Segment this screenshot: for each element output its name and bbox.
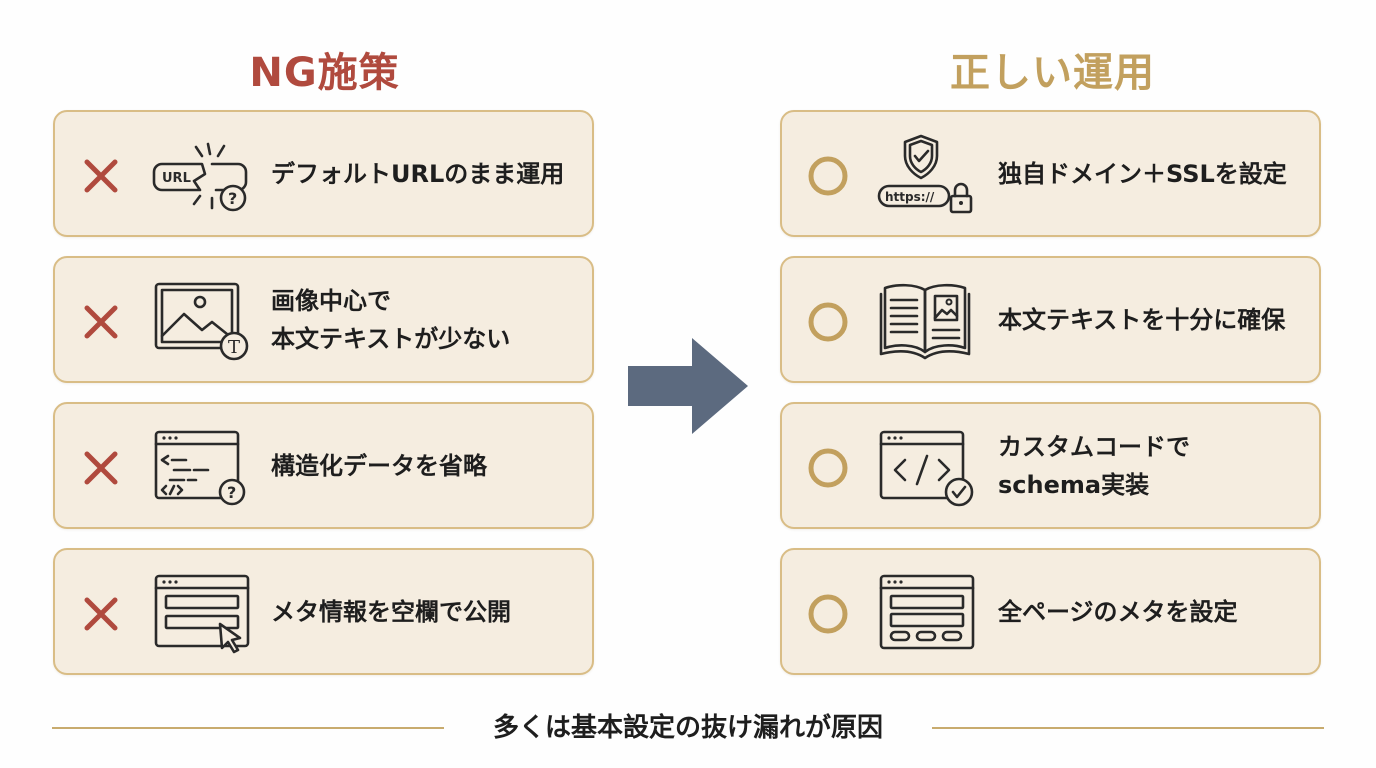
ok-item-label: カスタムコードで schema実装	[998, 432, 1190, 499]
shield-https-lock-icon: https://	[877, 134, 973, 214]
ok-item-label: 全ページのメタを設定	[998, 597, 1238, 626]
cross-icon	[84, 305, 118, 339]
cross-icon	[84, 159, 118, 193]
right-arrow-icon	[628, 338, 748, 434]
ok-card-domain-ssl: https:// 独自ドメイン＋SSLを設定	[780, 110, 1321, 237]
svg-text:T: T	[228, 337, 240, 358]
footer-divider-left	[52, 727, 444, 729]
svg-text:https://: https://	[885, 190, 935, 204]
ok-column-title: 正しい運用	[950, 50, 1155, 96]
page-form-icon	[879, 574, 975, 650]
ng-card-structured-data: ? 構造化データを省略	[53, 402, 594, 529]
svg-text:?: ?	[228, 189, 237, 208]
empty-form-cursor-icon	[154, 574, 250, 654]
ok-card-all-meta: 全ページのメタを設定	[780, 548, 1321, 675]
svg-text:?: ?	[227, 483, 236, 502]
circle-icon	[808, 156, 848, 196]
svg-text:URL: URL	[162, 171, 191, 186]
ok-card-body-text: 本文テキストを十分に確保	[780, 256, 1321, 383]
ng-item-label: 構造化データを省略	[271, 451, 487, 480]
cross-icon	[84, 451, 118, 485]
ng-item-label: メタ情報を空欄で公開	[271, 597, 511, 626]
ng-card-image-centric: T 画像中心で 本文テキストが少ない	[53, 256, 594, 383]
ng-item-label: 画像中心で 本文テキストが少ない	[271, 286, 511, 353]
cross-icon	[84, 597, 118, 631]
circle-icon	[808, 302, 848, 342]
code-check-icon	[879, 430, 974, 507]
ng-card-default-url: URL ? デフォルトURLのまま運用	[53, 110, 594, 237]
ng-card-empty-meta: メタ情報を空欄で公開	[53, 548, 594, 675]
open-book-icon	[879, 283, 971, 360]
broken-url-icon: URL ?	[152, 142, 248, 212]
image-text-icon: T	[154, 282, 249, 361]
circle-icon	[808, 594, 848, 634]
ok-item-label: 独自ドメイン＋SSLを設定	[998, 159, 1287, 188]
ng-column-title: NG施策	[249, 50, 400, 96]
code-question-icon: ?	[154, 430, 246, 506]
footer-divider-right	[932, 727, 1324, 729]
circle-icon	[808, 448, 848, 488]
ng-item-label: デフォルトURLのまま運用	[271, 159, 565, 188]
ok-card-custom-schema: カスタムコードで schema実装	[780, 402, 1321, 529]
ok-item-label: 本文テキストを十分に確保	[998, 305, 1286, 334]
footer-summary: 多くは基本設定の抜け漏れが原因	[492, 713, 883, 743]
